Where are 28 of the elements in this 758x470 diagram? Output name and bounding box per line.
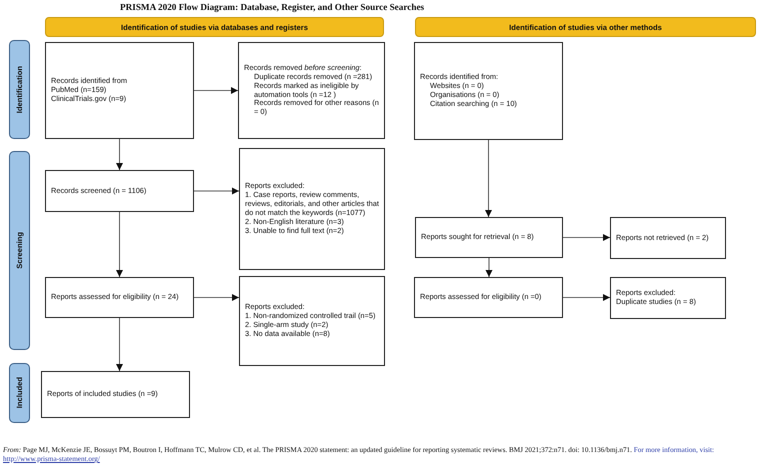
process-box [41, 371, 190, 418]
arrow [116, 212, 123, 278]
process-box [415, 217, 563, 258]
process-box [414, 277, 563, 318]
arrow [116, 318, 123, 372]
arrow [562, 294, 610, 301]
process-box [45, 42, 194, 139]
process-box [610, 217, 726, 259]
arrow [486, 258, 492, 278]
arrow [194, 188, 240, 194]
process-box [610, 277, 726, 319]
arrow [485, 140, 492, 218]
process-box [414, 42, 563, 140]
arrow [562, 234, 610, 241]
process-box [239, 276, 385, 366]
arrow [116, 138, 123, 170]
process-box [45, 170, 194, 212]
process-box [239, 148, 385, 270]
diagram-title: PRISMA 2020 Flow Diagram: Database, Register, and Other Source Searches [120, 2, 424, 12]
phase-label-tab [9, 363, 30, 423]
section-header-bar [45, 17, 384, 37]
phase-label-tab [9, 40, 30, 139]
process-box [45, 277, 194, 318]
arrow [194, 294, 240, 301]
phase-label-tab [9, 151, 30, 350]
section-header-bar [415, 17, 756, 37]
arrow [194, 87, 238, 94]
process-box [238, 42, 385, 139]
